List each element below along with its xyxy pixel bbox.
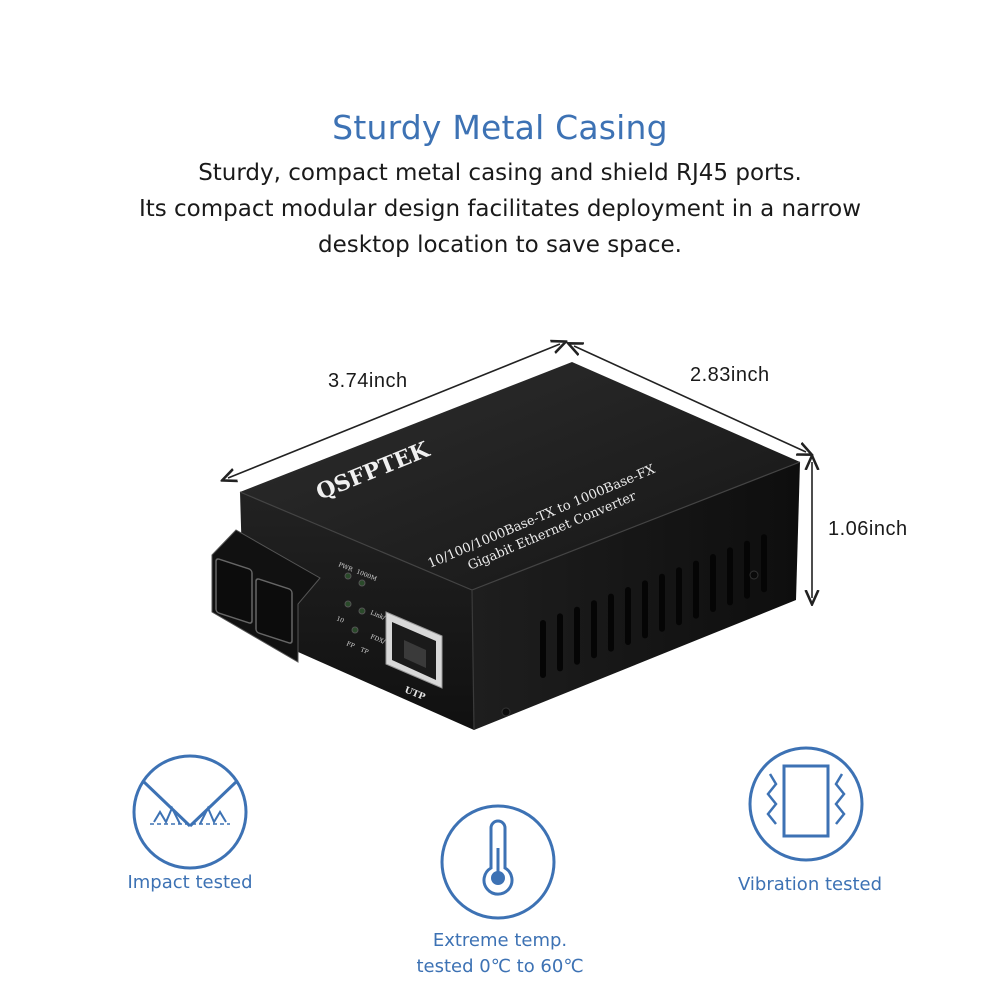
extreme-temp-label-line-2: tested 0℃ to 60℃ [416,956,584,977]
vibration-tested-label: Vibration tested [737,874,883,895]
vent-slot [608,593,614,652]
description-line-1: Sturdy, compact metal casing and shield … [198,160,802,186]
vent-slot [557,613,563,672]
screw [749,570,759,580]
length-dimension-line [228,344,560,478]
vent-slot [727,547,733,606]
description-line-3: desktop location to save space. [318,232,682,258]
description-line-2: Its compact modular design facilitates d… [138,196,862,222]
vent-slot [540,620,546,678]
vent-slot [693,560,699,619]
led-label-10: 10 [335,615,345,624]
vent-slot [642,580,648,639]
rj45-port [385,611,443,689]
led-label-tp: TP [359,646,369,656]
status-leds [344,572,366,634]
vent-slot [625,587,631,645]
vibration-icon [748,746,864,862]
vent-slot [744,540,750,599]
vent-slot [659,573,665,632]
vent-slot [761,534,767,593]
impact-tested-label: Impact tested [127,872,253,893]
height-dimension-label: 1.06inch [828,518,908,540]
vent-slot [591,600,597,659]
vent-slot [710,554,716,612]
width-dimension-line [574,346,806,452]
extreme-temp-label-line-1: Extreme temp. [432,930,568,951]
screw [501,707,511,717]
vent-slots [540,534,767,678]
vent-slot [574,606,580,665]
sc-fiber-port [211,529,321,663]
impact-icon [132,754,248,870]
vent-slot [676,567,682,626]
led-label-fp: FP [345,640,355,650]
thermometer-icon [440,804,556,920]
page-title: Sturdy Metal Casing [332,108,668,147]
